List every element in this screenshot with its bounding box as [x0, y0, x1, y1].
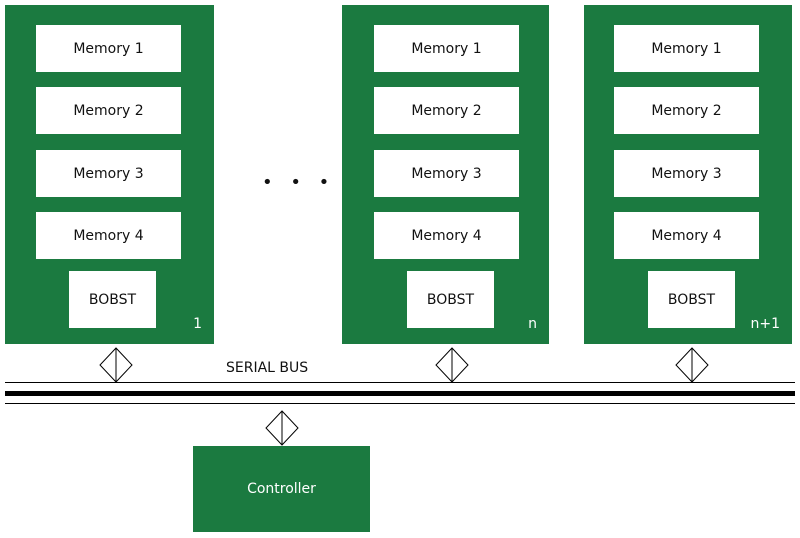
- controller-block: Controller: [193, 446, 370, 532]
- bidirectional-connector-icon: [265, 410, 299, 446]
- memory-2-block: Memory 2: [374, 87, 519, 134]
- memory-1-block: Memory 1: [374, 25, 519, 72]
- memory-1-block: Memory 1: [614, 25, 759, 72]
- memory-3-block: Memory 3: [374, 150, 519, 197]
- memory-4-block: Memory 4: [614, 212, 759, 259]
- memory-1-block: Memory 1: [36, 25, 181, 72]
- serial-bus-line-top: [5, 382, 795, 383]
- serial-bus-line-bottom: [5, 403, 795, 404]
- memory-unit-n: Memory 1 Memory 2 Memory 3 Memory 4 BOBS…: [342, 5, 549, 344]
- memory-3-block: Memory 3: [36, 150, 181, 197]
- serial-bus-label: SERIAL BUS: [226, 360, 309, 376]
- bidirectional-connector-icon: [435, 347, 469, 383]
- unit-index-label: n+1: [750, 316, 780, 332]
- unit-index-label: n: [528, 316, 537, 332]
- controller-label: Controller: [247, 481, 316, 497]
- memory-3-block: Memory 3: [614, 150, 759, 197]
- bobst-block: BOBST: [648, 271, 735, 328]
- bidirectional-connector-icon: [675, 347, 709, 383]
- unit-index-label: 1: [193, 316, 202, 332]
- memory-4-block: Memory 4: [374, 212, 519, 259]
- memory-unit-n-plus-1: Memory 1 Memory 2 Memory 3 Memory 4 BOBS…: [584, 5, 792, 344]
- memory-2-block: Memory 2: [614, 87, 759, 134]
- bidirectional-connector-icon: [99, 347, 133, 383]
- memory-2-block: Memory 2: [36, 87, 181, 134]
- bobst-block: BOBST: [69, 271, 156, 328]
- ellipsis: • • •: [262, 172, 336, 193]
- serial-bus-line-main: [5, 391, 795, 396]
- memory-4-block: Memory 4: [36, 212, 181, 259]
- memory-unit-1: Memory 1 Memory 2 Memory 3 Memory 4 BOBS…: [5, 5, 214, 344]
- bobst-block: BOBST: [407, 271, 494, 328]
